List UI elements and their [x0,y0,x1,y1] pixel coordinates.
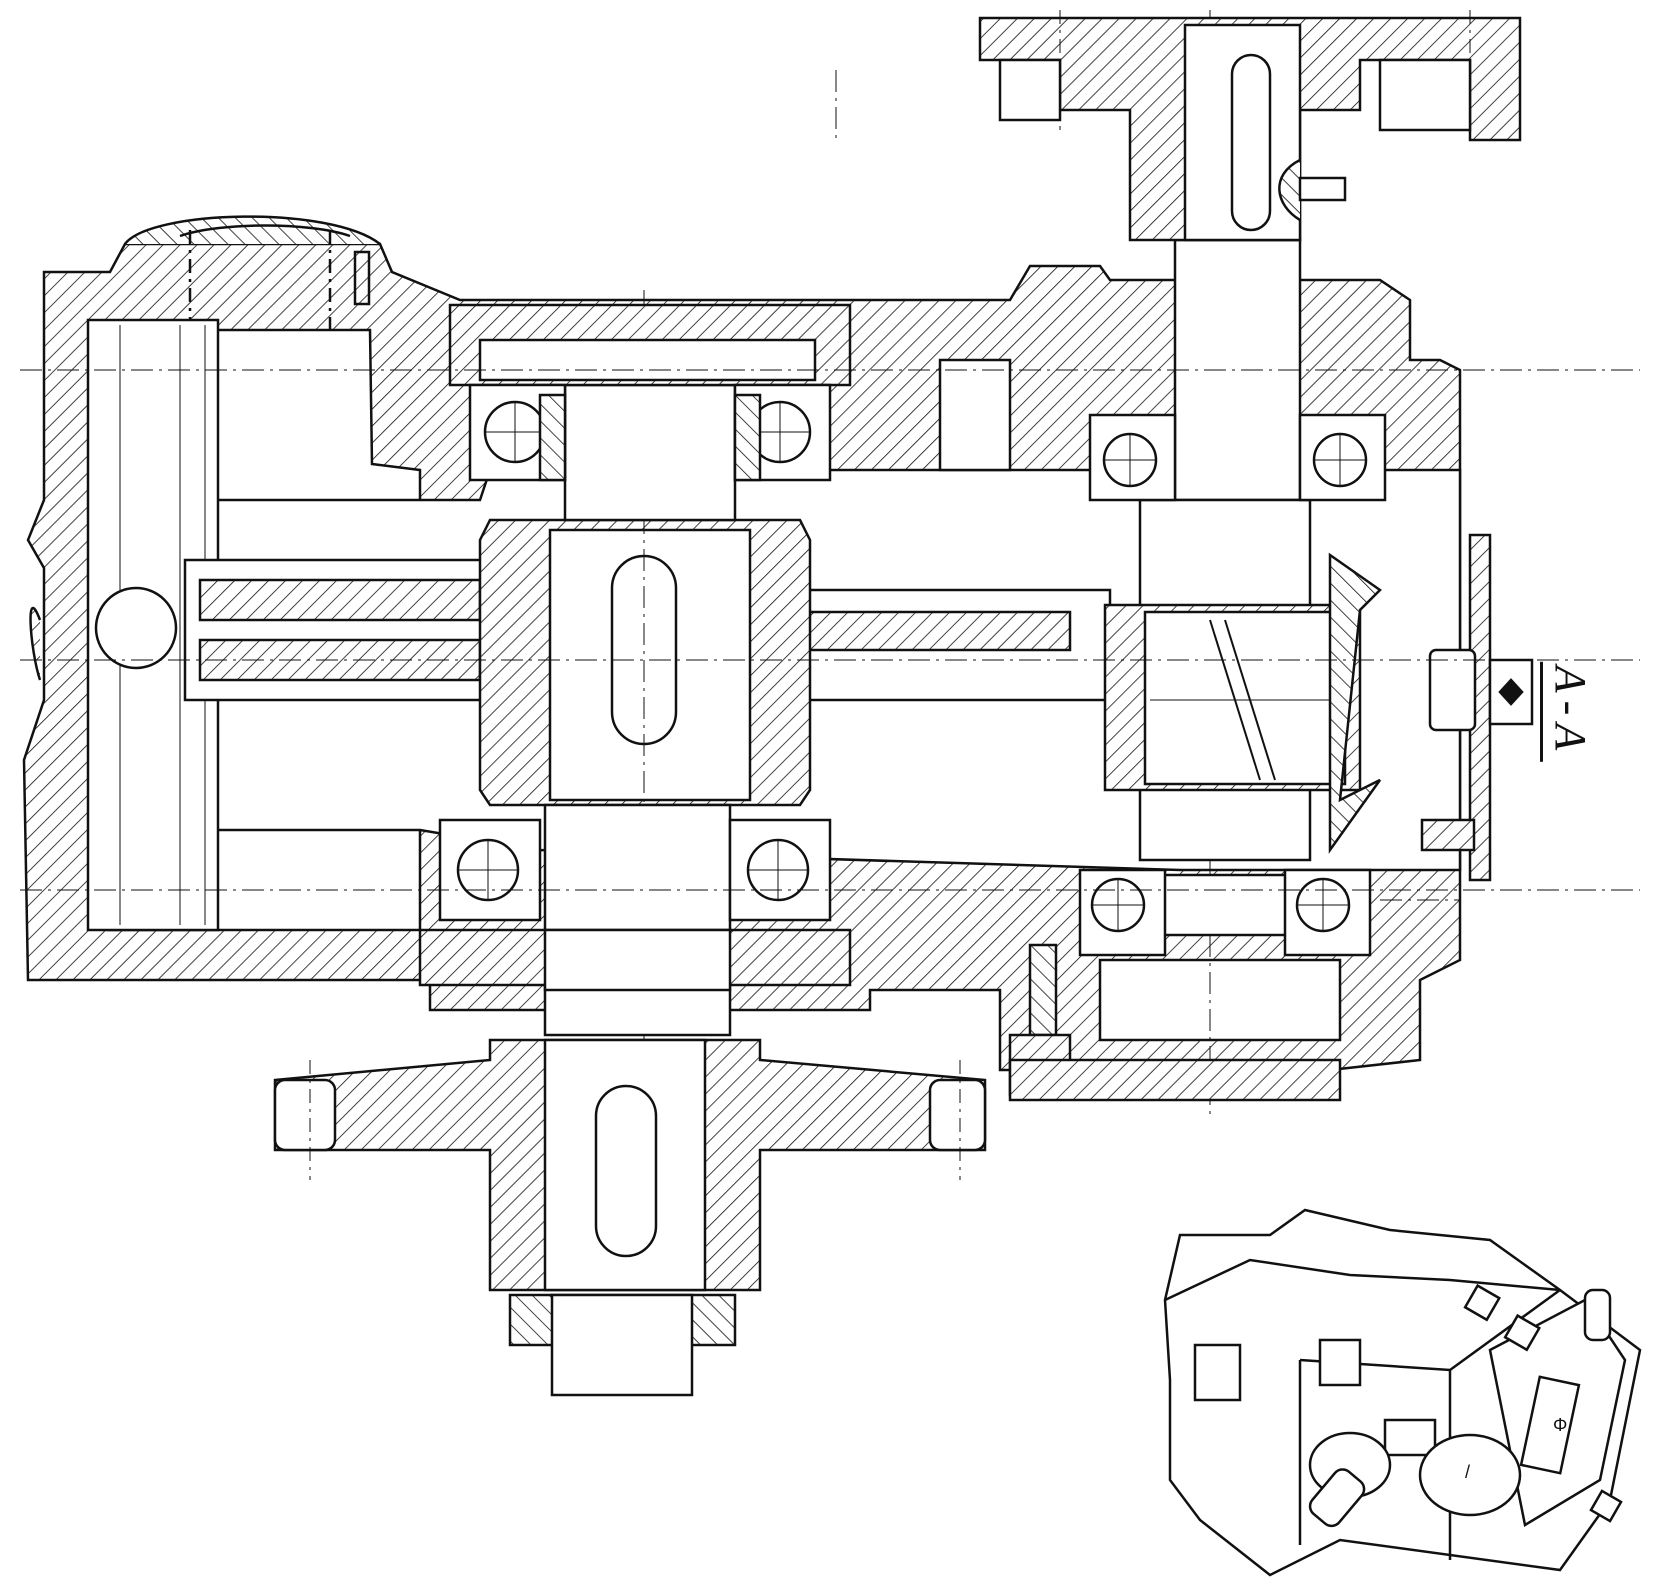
horizontal-shaft [183,558,1112,702]
bottom-right-plug [1008,943,1342,1102]
helical-gear [1103,552,1382,854]
section-label: A-A [1540,661,1596,763]
left-shaft-upper [448,303,852,522]
bottom-gear [273,1038,987,1397]
left-shaft-lower [418,803,852,1037]
centerlines [20,70,1640,901]
iso-symbol-slash: / [1465,1462,1471,1482]
isometric-view [1163,1208,1642,1577]
right-end-cover [1420,533,1534,882]
iso-symbol-diameter: Φ [1553,1415,1568,1435]
oil-filler-cap [123,215,381,330]
top-handwheel [978,10,1522,242]
